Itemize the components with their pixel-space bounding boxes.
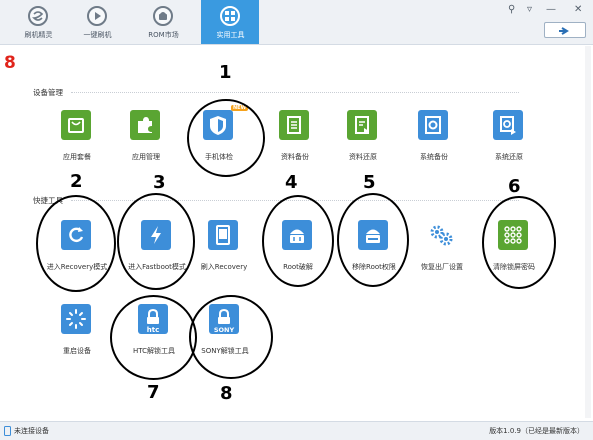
close-icon[interactable]: ✕ bbox=[574, 4, 583, 15]
tab-rom-market[interactable]: ROM市场 bbox=[137, 0, 190, 44]
tab-one-click-flash[interactable]: 一键刷机 bbox=[71, 0, 124, 44]
annotation-number: 2 bbox=[70, 171, 83, 192]
tool-label: 恢复出厂设置 bbox=[421, 263, 463, 271]
tab-utilities[interactable]: 实用工具 bbox=[201, 0, 259, 44]
tool-app-bundle[interactable]: 应用套餐 bbox=[47, 110, 107, 180]
play-icon bbox=[87, 6, 107, 26]
section-divider bbox=[71, 92, 519, 93]
annotation-circle bbox=[482, 196, 556, 289]
tool-label: 系统备份 bbox=[420, 153, 448, 161]
flash-wizard-icon bbox=[28, 6, 48, 26]
system-backup-icon bbox=[418, 110, 448, 140]
tab-label: 刷机精灵 bbox=[24, 31, 53, 39]
tool-reboot-device[interactable]: 重启设备 bbox=[47, 304, 107, 374]
tool-flash-recovery[interactable]: 刷入Recovery bbox=[194, 220, 254, 290]
puzzle-icon bbox=[130, 110, 160, 140]
connection-status: 未连接设备 bbox=[14, 427, 49, 435]
grid-icon bbox=[220, 6, 240, 26]
tool-label: 应用管理 bbox=[132, 153, 160, 161]
android-icon bbox=[153, 6, 173, 26]
contacts-backup-icon bbox=[279, 110, 309, 140]
side-marker: 8 bbox=[4, 53, 16, 73]
annotation-circle bbox=[117, 193, 195, 290]
annotation-circle bbox=[262, 195, 334, 287]
tab-label: ROM市场 bbox=[148, 31, 179, 39]
annotation-number: 8 bbox=[220, 383, 233, 404]
phone-icon bbox=[4, 426, 11, 436]
tool-data-backup[interactable]: 资料备份 bbox=[265, 110, 325, 180]
tool-label: 资料备份 bbox=[281, 153, 309, 161]
tool-app-manager[interactable]: 应用管理 bbox=[116, 110, 176, 180]
reboot-icon bbox=[61, 304, 91, 334]
tool-label: 重启设备 bbox=[63, 347, 91, 355]
system-restore-icon bbox=[493, 110, 523, 140]
annotation-number: 6 bbox=[508, 176, 521, 197]
tool-label: 系统还原 bbox=[495, 153, 523, 161]
contacts-restore-icon bbox=[347, 110, 377, 140]
annotation-circle bbox=[337, 193, 409, 287]
annotation-number: 3 bbox=[153, 172, 166, 193]
tool-system-backup[interactable]: 系统备份 bbox=[404, 110, 464, 180]
annotation-number: 5 bbox=[363, 172, 376, 193]
scrollbar[interactable] bbox=[585, 46, 591, 418]
annotation-number: 4 bbox=[285, 172, 298, 193]
bag-icon bbox=[61, 110, 91, 140]
minimize-icon[interactable]: — bbox=[546, 4, 556, 15]
tool-factory-reset[interactable]: 恢复出厂设置 bbox=[412, 220, 472, 290]
version-info: 版本1.0.9（已经是最新版本） bbox=[489, 427, 584, 435]
tool-label: 刷入Recovery bbox=[200, 263, 248, 271]
tool-label: 应用套餐 bbox=[63, 153, 91, 161]
tool-data-restore[interactable]: 资料还原 bbox=[333, 110, 393, 180]
annotation-circle bbox=[36, 195, 116, 292]
tab-label: 一键刷机 bbox=[83, 31, 112, 39]
annotation-circle bbox=[189, 295, 273, 379]
section-title-quick-tools: 快捷工具 bbox=[33, 196, 63, 205]
top-nav-bar: 刷机精灵 一键刷机 ROM市场 实用工具 ⚲ ▿ — ✕ bbox=[0, 0, 593, 45]
annotation-circle bbox=[110, 295, 197, 380]
arrow-icon bbox=[559, 27, 569, 35]
refresh-button[interactable] bbox=[544, 22, 586, 38]
tool-label: 资料还原 bbox=[349, 153, 377, 161]
section-title-device-management: 设备管理 bbox=[33, 88, 63, 97]
tab-flash-wizard[interactable]: 刷机精灵 bbox=[12, 0, 65, 44]
gears-icon bbox=[426, 220, 456, 250]
tab-label: 实用工具 bbox=[216, 31, 245, 39]
annotation-circle bbox=[187, 99, 265, 177]
menu-icon[interactable]: ▿ bbox=[527, 4, 533, 15]
annotation-number: 7 bbox=[147, 382, 160, 403]
tool-system-restore[interactable]: 系统还原 bbox=[479, 110, 539, 180]
annotation-number: 1 bbox=[219, 62, 232, 83]
status-bar: 未连接设备 版本1.0.9（已经是最新版本） bbox=[0, 421, 593, 440]
pin-icon[interactable]: ⚲ bbox=[508, 4, 516, 15]
flash-recovery-icon bbox=[208, 220, 238, 250]
